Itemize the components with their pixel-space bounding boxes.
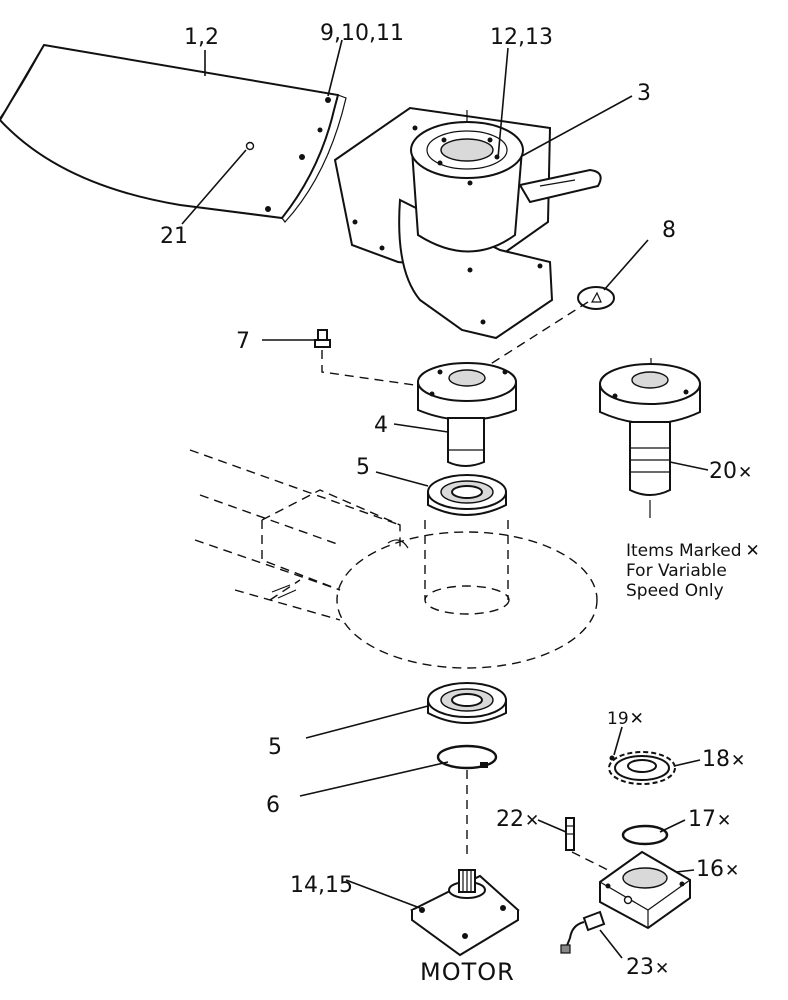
note-line-2: For Variable	[626, 561, 727, 581]
label-cap: 8	[662, 218, 676, 243]
label-stud: 22✕	[496, 807, 539, 832]
label-spindle: 4	[374, 413, 388, 438]
variable-spindle	[599, 358, 701, 518]
part-labels: 1,2 9,10,11 12,13 3 21 8 7 4 5 20✕ 5 6 1…	[160, 21, 752, 986]
label-variable-spindle: 20✕	[709, 459, 752, 484]
label-housing: 3	[637, 81, 651, 106]
deck-outline	[189, 449, 598, 669]
label-set-screw: 19✕	[607, 709, 644, 729]
spindle	[417, 362, 517, 467]
sprocket	[608, 751, 676, 785]
label-retaining-ring: 17✕	[688, 807, 731, 832]
stud	[565, 817, 575, 851]
label-housing-bolts: 12,13	[490, 25, 553, 50]
label-snap-ring: 6	[266, 793, 280, 818]
variable-speed-note: Items Marked✕ For Variable Speed Only	[626, 541, 760, 601]
blade	[0, 43, 347, 223]
label-grease-fitting: 7	[236, 329, 250, 354]
snap-ring	[436, 744, 498, 770]
grease-fitting	[314, 329, 331, 348]
label-blade-bolts: 9,10,11	[320, 21, 404, 46]
note-marker: ✕	[746, 541, 760, 561]
label-blade: 1,2	[184, 25, 219, 50]
cap	[577, 286, 615, 310]
housing	[333, 106, 602, 340]
retaining-ring	[621, 824, 669, 846]
upper-bearing	[427, 474, 507, 516]
sensor-housing	[599, 850, 691, 930]
lower-bearing	[427, 682, 507, 724]
label-lower-bearing: 5	[268, 735, 282, 760]
svg-text:Items Marked✕: Items Marked✕	[626, 541, 760, 561]
label-sensor-housing: 16✕	[696, 857, 739, 882]
label-sprocket: 18✕	[702, 747, 745, 772]
label-sensor: 23✕	[626, 955, 669, 980]
leader-lines	[181, 39, 709, 959]
label-upper-bearing: 5	[356, 455, 370, 480]
note-line-1: Items Marked	[626, 541, 742, 561]
variable-marker: ✕	[738, 463, 752, 483]
note-line-3: Speed Only	[626, 581, 724, 601]
label-motor: MOTOR	[420, 958, 515, 986]
label-motor-bolts: 14,15	[290, 873, 353, 898]
sensor	[560, 910, 606, 954]
label-blade-hole: 21	[160, 224, 188, 249]
motor	[410, 869, 520, 957]
